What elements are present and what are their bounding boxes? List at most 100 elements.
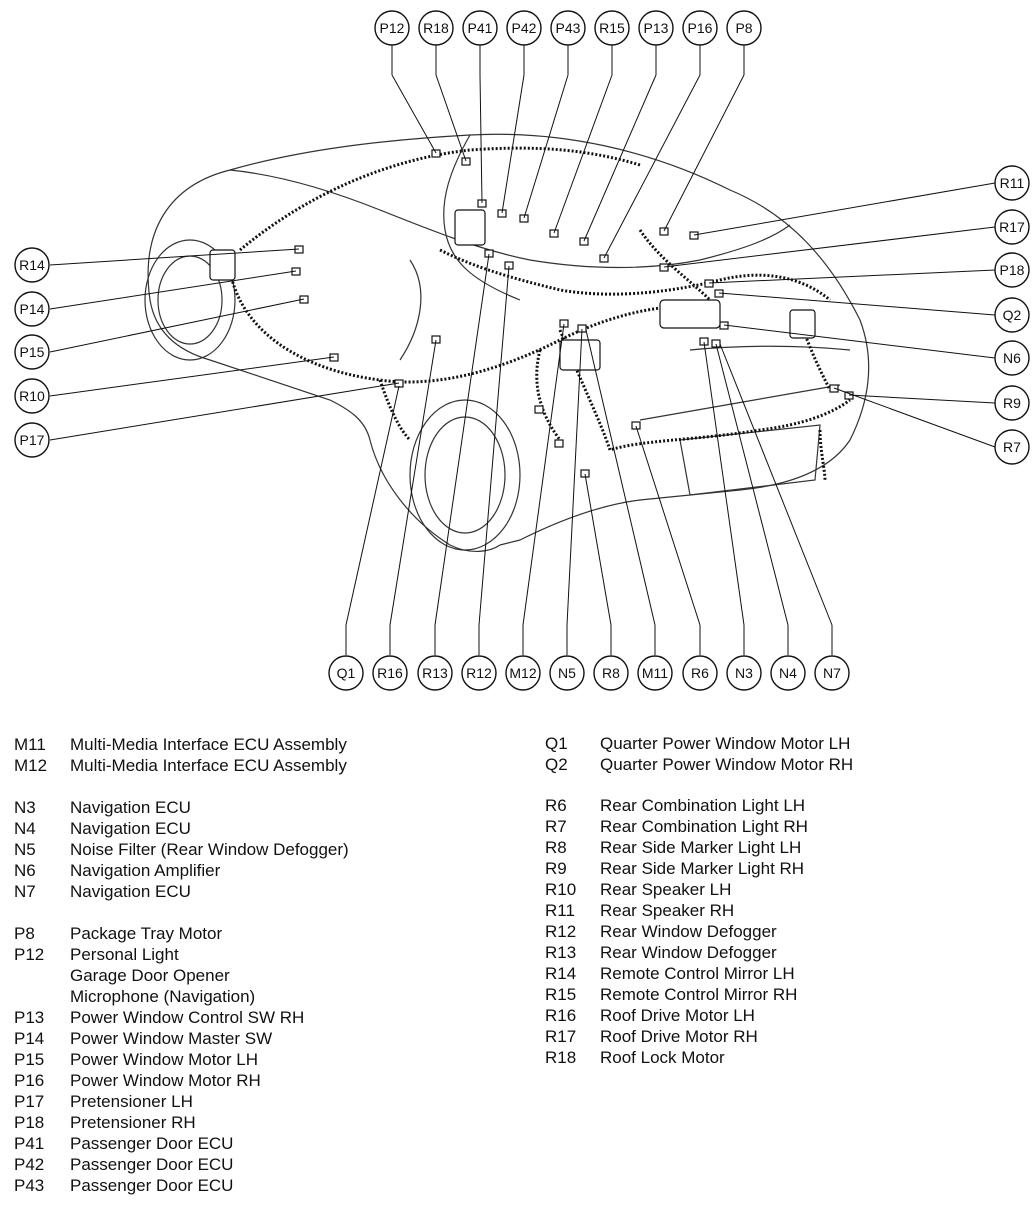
legend-name: Power Window Motor RH xyxy=(70,1071,261,1090)
car-body-outline xyxy=(144,133,870,552)
legend-name: Roof Drive Motor LH xyxy=(600,1006,755,1025)
legend-code: P13 xyxy=(14,1008,45,1027)
legend-name: Pretensioner LH xyxy=(70,1092,193,1111)
legend-name: Multi-Media Interface ECU Assembly xyxy=(70,756,347,775)
callout-r12: R12 xyxy=(461,655,497,691)
legend-name: Multi-Media Interface ECU Assembly xyxy=(70,735,347,754)
callout-circle xyxy=(638,10,674,46)
legend-name: Garage Door Opener xyxy=(70,966,230,985)
callout-circle xyxy=(994,252,1030,288)
legend-name: Rear Speaker LH xyxy=(600,880,732,899)
legend-code: R6 xyxy=(545,796,567,815)
callout-circle xyxy=(994,297,1030,333)
legend-name: Navigation ECU xyxy=(70,798,191,817)
legend-name: Pretensioner RH xyxy=(70,1113,196,1132)
callout-q1: Q1 xyxy=(328,655,364,691)
callout-circle xyxy=(505,655,541,691)
callout-circle xyxy=(770,655,806,691)
callout-label: R8 xyxy=(602,665,620,681)
legend-name: Quarter Power Window Motor LH xyxy=(600,734,851,753)
callout-p8: P8 xyxy=(726,10,762,46)
legend-name: Passenger Door ECU xyxy=(70,1134,234,1153)
legend-name: Noise Filter (Rear Window Defogger) xyxy=(70,840,349,859)
callout-label: P42 xyxy=(512,20,537,36)
legend-code: N7 xyxy=(14,882,36,901)
callout-r9: R9 xyxy=(994,385,1030,421)
callout-label: N3 xyxy=(735,665,753,681)
callout-label: R10 xyxy=(19,388,45,404)
legend-name: Navigation ECU xyxy=(70,819,191,838)
connectors xyxy=(209,149,854,478)
callout-label: P18 xyxy=(1000,262,1025,278)
callout-circle xyxy=(14,247,50,283)
legend-code: R11 xyxy=(545,901,575,920)
callout-r8: R8 xyxy=(593,655,629,691)
legend-code: R12 xyxy=(545,922,577,941)
legend-name: Rear Window Defogger xyxy=(600,943,777,962)
legend-name: Rear Combination Light RH xyxy=(600,817,808,836)
callout-circle xyxy=(14,291,50,327)
callout-label: R7 xyxy=(1003,439,1021,455)
callout-label: R16 xyxy=(377,665,403,681)
callout-r16: R16 xyxy=(372,655,408,691)
callout-label: N4 xyxy=(779,665,797,681)
legend-name: Rear Speaker RH xyxy=(600,901,735,920)
callout-r14: R14 xyxy=(14,247,50,283)
car-wiring-diagram: P12R18P41P42P43R15P13P16P8R11R17P18Q2N6R… xyxy=(14,10,1030,691)
callout-n3: N3 xyxy=(726,655,762,691)
callout-p43: P43 xyxy=(550,10,586,46)
callout-circle xyxy=(994,385,1030,421)
legend-code: R17 xyxy=(545,1027,577,1046)
callout-n5: N5 xyxy=(549,655,585,691)
callout-circle xyxy=(328,655,364,691)
callout-label: R17 xyxy=(999,219,1025,235)
legend-code: R13 xyxy=(545,943,577,962)
callout-circle xyxy=(417,655,453,691)
callout-label: P15 xyxy=(20,344,45,360)
legend-name: Remote Control Mirror RH xyxy=(600,985,798,1004)
callout-label: P14 xyxy=(20,301,45,317)
callout-m11: M11 xyxy=(637,655,673,691)
callout-r6: R6 xyxy=(682,655,718,691)
callout-r17: R17 xyxy=(994,209,1030,245)
callout-circle xyxy=(682,655,718,691)
callout-m12: M12 xyxy=(505,655,541,691)
callout-label: P13 xyxy=(644,20,669,36)
legend-name: Roof Lock Motor xyxy=(600,1048,725,1067)
callout-label: Q1 xyxy=(337,665,356,681)
legend-code: M12 xyxy=(14,756,48,775)
leader-lines xyxy=(49,45,996,655)
callout-label: M12 xyxy=(509,665,536,681)
legend-name: Passenger Door ECU xyxy=(70,1155,234,1174)
callout-circle xyxy=(814,655,850,691)
callout-label: R11 xyxy=(1000,175,1025,191)
callout-p12: P12 xyxy=(374,10,410,46)
callout-circle xyxy=(726,655,762,691)
legend-code: N3 xyxy=(14,798,36,817)
legend-name: Microphone (Navigation) xyxy=(70,987,256,1006)
legend-code: R18 xyxy=(545,1048,577,1067)
callout-label: P43 xyxy=(556,20,581,36)
callout-label: P16 xyxy=(688,20,713,36)
legend-code: R7 xyxy=(545,817,567,836)
callout-r13: R13 xyxy=(417,655,453,691)
callout-circle xyxy=(462,10,498,46)
legend-name: Roof Drive Motor RH xyxy=(600,1027,758,1046)
callout-label: N6 xyxy=(1003,350,1021,366)
callout-p15: P15 xyxy=(14,334,50,370)
callout-circle xyxy=(461,655,497,691)
callout-circle xyxy=(994,165,1030,201)
legend-name: Navigation ECU xyxy=(70,882,191,901)
callout-circle xyxy=(994,340,1030,376)
callout-p16: P16 xyxy=(682,10,718,46)
callout-circle xyxy=(506,10,542,46)
callout-label: P17 xyxy=(20,432,45,448)
legend-code: R10 xyxy=(545,880,577,899)
callout-circle xyxy=(14,334,50,370)
callout-circle xyxy=(594,10,630,46)
legend-name: Power Window Motor LH xyxy=(70,1050,259,1069)
legend-code: M11 xyxy=(14,735,46,754)
callout-r7: R7 xyxy=(994,429,1030,465)
legend-name: Personal Light xyxy=(70,945,179,964)
callout-label: N7 xyxy=(823,665,841,681)
